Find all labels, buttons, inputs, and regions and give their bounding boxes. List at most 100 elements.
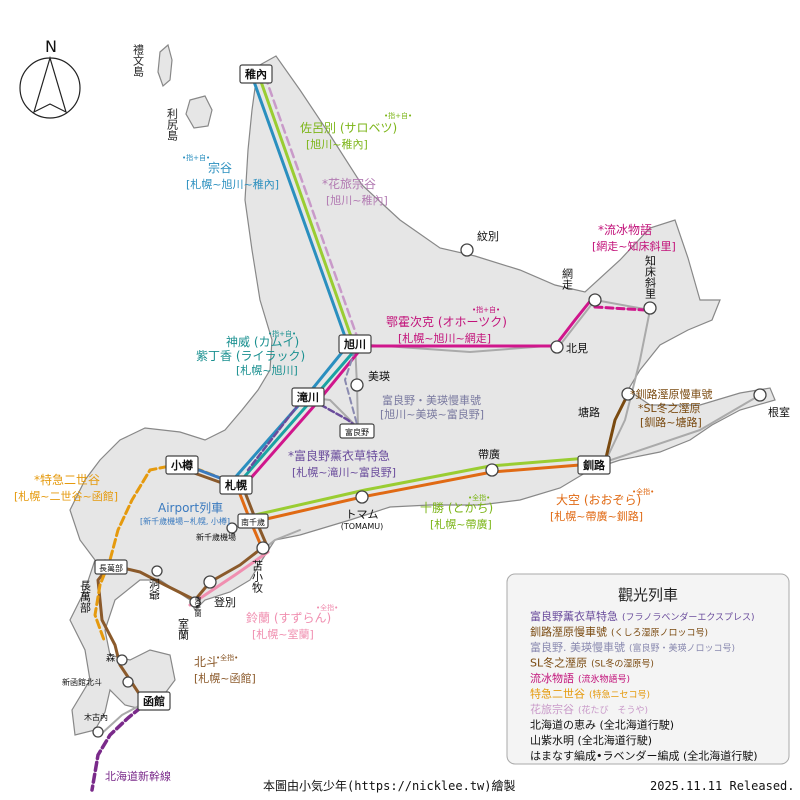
line-sarobetsu — [257, 74, 356, 347]
legend-item: 富良野薰衣草特急(フラノラベンダーエクスプレス) — [530, 609, 755, 623]
legend-item: SL冬之溼原(SL冬の湿原号) — [530, 656, 654, 670]
legend-item-sub: (富良野・美瑛ノロッコ号) — [629, 642, 735, 654]
station-marker-abashiri — [588, 293, 602, 307]
legend-box — [506, 573, 790, 765]
station-label-abashiri: 網走 — [561, 267, 574, 290]
station-label-mori: 森 — [106, 652, 115, 664]
station-marker-mombetsu — [460, 243, 474, 257]
route-suzuran-note: •全指• — [316, 603, 338, 612]
route-kushiro-norokko-name2: *SL冬之溼原 — [638, 401, 701, 415]
route-lavender-name: *富良野薰衣草特急 — [288, 448, 390, 463]
route-hanatabi-name: *花旅宗谷 — [322, 176, 376, 191]
legend-item: はまなす編成•ラベンダー編成 (全北海道行駛) — [530, 749, 758, 763]
legend-item-main: SL冬之溼原 — [530, 656, 587, 670]
station-label-furano: 富良野 — [345, 427, 369, 437]
hokkaido-landmass — [69, 55, 776, 736]
station-box-takikawa — [291, 387, 325, 407]
route-lavender-sub: [札幌~滝川~富良野] — [292, 465, 396, 479]
legend-item-main: 釧路溼原慢車號 — [530, 625, 607, 639]
station-label-mombetsu: 紋別 — [477, 229, 499, 243]
route-ozora-sub: [札幌~帶廣~釧路] — [550, 509, 643, 523]
base-line-nemuro — [604, 394, 761, 463]
route-sarobetsu-note: •指+自• — [384, 111, 412, 120]
route-okhotsk-sub: [札幌~旭川~網走] — [398, 331, 491, 345]
legend-item: 山紫水明 (全北海道行駛) — [530, 733, 652, 747]
route-hokuto-sub: [札幌~函館] — [194, 671, 256, 685]
station-marker-biei — [350, 378, 364, 392]
legend-item-main: はまなす編成•ラベンダー編成 (全北海道行駛) — [530, 749, 758, 763]
legend-item-main: 山紫水明 (全北海道行駛) — [530, 733, 652, 747]
station-label-takikawa: 滝川 — [297, 390, 319, 404]
station-label-shibecha: 塘路 — [578, 405, 600, 419]
station-box-furano — [339, 423, 375, 439]
station-label-tomakomai: 苫小牧 — [251, 560, 264, 594]
station-marker-tomakomai — [256, 541, 270, 555]
station-label-minami-chitose: 南千歲 — [241, 517, 265, 527]
station-box-hakodate — [137, 691, 171, 711]
compass-ring — [19, 57, 81, 119]
line-soya — [230, 74, 350, 483]
line-shinkansen — [90, 698, 152, 792]
route-airport-sub: [新千歲機場~札幌, 小樽] — [140, 516, 230, 526]
route-kamui-name: 神威 (カムイ) — [226, 335, 299, 349]
station-marker-higashi-muroran — [189, 596, 201, 608]
line-ozora — [260, 461, 607, 522]
route-hokuto-note: •全指• — [216, 653, 238, 662]
route-sarobetsu-name: 佐呂別 (サロベツ) — [300, 121, 397, 135]
line-kushiro-norokko — [603, 392, 630, 464]
footer-release: 2025.11.11 Released. — [650, 779, 795, 793]
legend-item-main: 北海道の恵み (全北海道行駛) — [530, 718, 674, 732]
legend-item-main: 花旅宗谷 — [530, 702, 574, 716]
station-label-higashi-muroran: 東室蘭 — [194, 595, 202, 618]
station-label-biei: 美瑛 — [368, 370, 390, 383]
route-niseko-name: *特急二世谷 — [34, 472, 100, 487]
station-label-obihiro: 帶廣 — [478, 447, 500, 461]
station-label-oshamambe: 長萬部 — [99, 563, 123, 573]
station-label-sapporo: 札幌 — [224, 478, 247, 492]
station-label-muroran: 室蘭 — [177, 617, 190, 641]
land — [69, 43, 776, 736]
rishiri-island — [185, 95, 213, 129]
legend-item-main: 流冰物語 — [530, 671, 574, 685]
station-label-shin-hakodate: 新函館北斗 — [62, 677, 102, 687]
line-ozora-2 — [253, 455, 602, 517]
line-okhotsk-east — [358, 293, 597, 348]
line-norokko-furano — [344, 349, 359, 429]
route-sarobetsu-sub: [旭川~稚內] — [306, 137, 368, 151]
legend-item-main: 富良野薰衣草特急 — [530, 609, 618, 623]
station-marker-nemuro — [753, 388, 767, 402]
station-marker-toya — [151, 565, 163, 577]
route-labels: •指+自• 佐呂別 (サロベツ) [旭川~稚內] •指+自• 宗谷 [札幌~旭川… — [14, 111, 713, 685]
route-ozora-note: •全指• — [632, 487, 654, 496]
route-kushiro-norokko-sub: [釧路~塘路] — [640, 415, 702, 429]
station-label-kitami: 北見 — [566, 342, 588, 355]
station-label-nemuro: 根室 — [768, 405, 790, 419]
station-label-otaru: 小樽 — [170, 458, 193, 472]
station-label-tomamu-en: (TOMAMU) — [341, 522, 384, 531]
route-hokuto-name: 北斗 — [194, 655, 218, 669]
line-ryuhyo — [593, 305, 647, 312]
station-label-hakodate: 函館 — [143, 694, 165, 708]
route-tokachi-note: •全指• — [468, 493, 490, 502]
station-labels: 紋別 網走 知床斜里 北見 美瑛 トマム (TOMAMU) 帶廣 塘路 根室 新… — [62, 229, 790, 783]
station-marker-obihiro — [485, 463, 499, 477]
station-marker-kitami — [550, 340, 564, 354]
station-box-minami-chitose — [237, 513, 269, 529]
legend-item: 特急二世谷(特急ニセコ号) — [530, 687, 650, 701]
route-tokachi-sub: [札幌~帶廣] — [430, 517, 492, 531]
route-airport-name: Airport列車 — [158, 501, 223, 515]
island-rishiri-label: 利尻島 — [166, 108, 179, 142]
route-soya-note: •指+自• — [182, 153, 210, 162]
route-okhotsk-note: •指+自• — [472, 305, 500, 314]
legend-item-main: 特急二世谷 — [530, 687, 585, 701]
station-box-asahikawa — [338, 334, 372, 354]
station-marker-shin-hakodate — [122, 676, 134, 688]
legend-item-sub: (花たび そうや) — [578, 704, 648, 716]
station-box-oshamambe — [94, 559, 128, 575]
legend-item: 富良野. 美瑛慢車號(富良野・美瑛ノロッコ号) — [530, 640, 735, 654]
compass-letter: N — [45, 37, 57, 56]
station-marker-mori — [116, 654, 128, 666]
station-label-kikonai: 木古內 — [84, 712, 108, 722]
station-label-noboribetsu: 登別 — [214, 595, 236, 609]
station-marker-shin-chitose — [226, 522, 238, 534]
